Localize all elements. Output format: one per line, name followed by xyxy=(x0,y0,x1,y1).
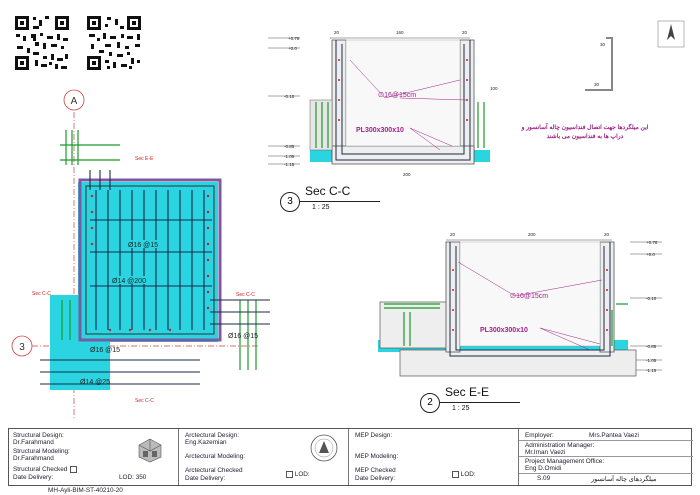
arch-checked-checkbox[interactable] xyxy=(286,471,293,478)
arch-design-value: Eng.Kazemian xyxy=(185,439,227,446)
cc-level-1: +0.78 xyxy=(288,36,300,41)
cc-level-4: -0.85 xyxy=(284,144,295,149)
ee-level-3: -0.10 xyxy=(646,296,657,301)
cc-dim-bottom: 200 xyxy=(403,172,411,177)
plan-sec-e-label: Sec E-E xyxy=(135,156,154,162)
cc-plate-label: PL300x300x10 xyxy=(356,127,404,134)
arch-design-label: Arctectural Design: xyxy=(185,432,239,439)
cc-dim-top-2: 160 xyxy=(396,30,404,35)
rebar-label-14-25: Ø14 @25 xyxy=(80,379,110,386)
admin-label: Administration Manager: xyxy=(525,442,595,449)
file-code: MH-Ayli-BIM-ST-40210-20 xyxy=(48,487,123,494)
pmo-value: Eng D.Omidi xyxy=(525,465,562,472)
grid-bubble-a xyxy=(63,89,85,111)
detail-dim-top: 30 xyxy=(600,42,606,47)
section-ee-underline xyxy=(440,402,520,403)
cc-dim-side: 100 xyxy=(490,86,498,91)
grid-3-label: 3 xyxy=(19,342,25,353)
ee-level-6: -1.15 xyxy=(646,368,657,373)
section-cc-number: 3 xyxy=(280,192,300,212)
ee-level-4: -0.85 xyxy=(646,344,657,349)
section-cc-scale: 1 : 25 xyxy=(312,204,330,211)
mep-cell: MEP Design: MEP Modeling: MEP Checked Da… xyxy=(349,429,519,485)
cc-rebar-label: ∅16@15cm xyxy=(378,92,416,99)
structural-date-label: Date Delivery: xyxy=(13,474,54,481)
cyan-pit-area xyxy=(78,182,218,342)
architectural-cell: Arctectural Design: Eng.Kazemian Arctect… xyxy=(179,429,349,485)
ee-dim-top-1: 20 xyxy=(450,232,456,237)
section-ee-drawing: +0.78 +0.0 -0.10 -0.85 -1.05 -1.15 20 20… xyxy=(378,232,662,377)
structural-modeling-value: Dr.Farahmand xyxy=(13,455,54,462)
detail-dim-bottom: 30 xyxy=(594,82,600,87)
mep-checked-checkbox[interactable] xyxy=(452,471,459,478)
cc-dim-top-3: 20 xyxy=(462,30,468,35)
structural-design-value: Dr.Farahmand xyxy=(13,439,54,446)
plan-sec-c-label: Sec C-C xyxy=(32,291,51,297)
admin-value: Mr.Iman Vaezi xyxy=(525,449,566,456)
ee-dim-top-2: 200 xyxy=(528,232,536,237)
sheet-number: S.09 xyxy=(537,475,551,482)
arch-checked-label: Arctectural Checked xyxy=(185,467,243,474)
structural-checked-label: Structural Checked xyxy=(13,466,68,474)
ee-plate-label: PL300x300x10 xyxy=(480,327,528,334)
section-ee-scale: 1 : 25 xyxy=(452,405,470,412)
title-block: Structural Design: Dr.Farahmand Structur… xyxy=(8,428,693,486)
grid-a-label: A xyxy=(71,96,78,107)
arch-lod-label: LOD: xyxy=(294,471,310,479)
cc-level-6: -1.15 xyxy=(284,162,295,167)
mep-lod-label: LOD: xyxy=(460,471,476,479)
detail-note: این میلگردها جهت اتصال فنداسیون چاله آسا… xyxy=(521,125,649,140)
employer-value: Mrs.Pantea Vaezi xyxy=(589,432,639,439)
structural-checked-checkbox[interactable] xyxy=(70,466,78,473)
ee-level-2: +0.0 xyxy=(646,252,655,257)
cc-level-3: -0.10 xyxy=(284,94,295,99)
foundation-plan: A 3 Sec E-E Sec C-C Sec C-C Sec C-C Ø16 … xyxy=(11,89,270,420)
company-logo-icon xyxy=(138,438,162,463)
seal-logo-icon xyxy=(310,434,338,462)
ee-level-5: -1.05 xyxy=(646,358,657,363)
qr-code-1 xyxy=(13,14,71,72)
cc-dim-top-1: 20 xyxy=(334,30,340,35)
mep-checked-label: MEP Checked xyxy=(355,467,396,474)
cc-level-5: -1.05 xyxy=(284,154,295,159)
rebar-label-16-15-bottom: Ø16 @15 xyxy=(90,347,120,354)
section-cc-underline xyxy=(300,201,380,202)
mep-date-label: Date Delivery: xyxy=(355,475,396,482)
grid-bubble-3 xyxy=(11,335,33,357)
sheet-title: میلگردهای چاله آسانسور xyxy=(591,476,657,483)
mep-modeling-label: MEP Modeling: xyxy=(355,453,399,460)
section-ee-title: Sec E-E xyxy=(445,385,490,399)
rebar-label-16-15-top: Ø16 @15 xyxy=(128,242,158,249)
section-ee-number: 2 xyxy=(420,393,440,413)
employer-label: Employer: xyxy=(525,432,554,439)
ee-level-1: +0.78 xyxy=(646,240,658,245)
plan-sec-c-bottom-label: Sec C-C xyxy=(135,398,154,404)
cc-level-2: +0.0 xyxy=(288,46,297,51)
ee-rebar-label: ∅16@15cm xyxy=(510,293,548,300)
structural-modeling-label: Structural Modeling: xyxy=(13,448,70,455)
project-info-cell: Employer: Mrs.Pantea Vaezi Administratio… xyxy=(519,429,693,485)
arch-modeling-label: Arctectural Modeling: xyxy=(185,453,246,460)
arch-date-label: Date Delivery: xyxy=(185,475,226,482)
mep-design-label: MEP Design: xyxy=(355,432,393,439)
structural-lod-value: 350 xyxy=(135,474,147,481)
rebar-label-14-200: Ø14 @200 xyxy=(112,278,146,285)
pmo-label: Project Management Office: xyxy=(525,458,605,465)
section-cc-title: Sec C-C xyxy=(305,184,351,198)
structural-cell: Structural Design: Dr.Farahmand Structur… xyxy=(9,429,179,485)
qr-code-2 xyxy=(85,14,143,72)
ee-dim-top-3: 20 xyxy=(604,232,610,237)
compass-icon xyxy=(657,20,685,48)
rebar-label-16-15-right: Ø16 @15 xyxy=(228,333,258,340)
section-cc-drawing: +0.78 +0.0 -0.10 -0.85 -1.05 -1.15 20 16… xyxy=(268,30,498,177)
structural-lod-label: LOD: xyxy=(119,474,134,481)
rebar-hook-detail: 30 30 xyxy=(585,37,613,91)
structural-design-label: Structural Design: xyxy=(13,432,64,439)
plan-sec-c-right-label: Sec C-C xyxy=(236,292,255,298)
